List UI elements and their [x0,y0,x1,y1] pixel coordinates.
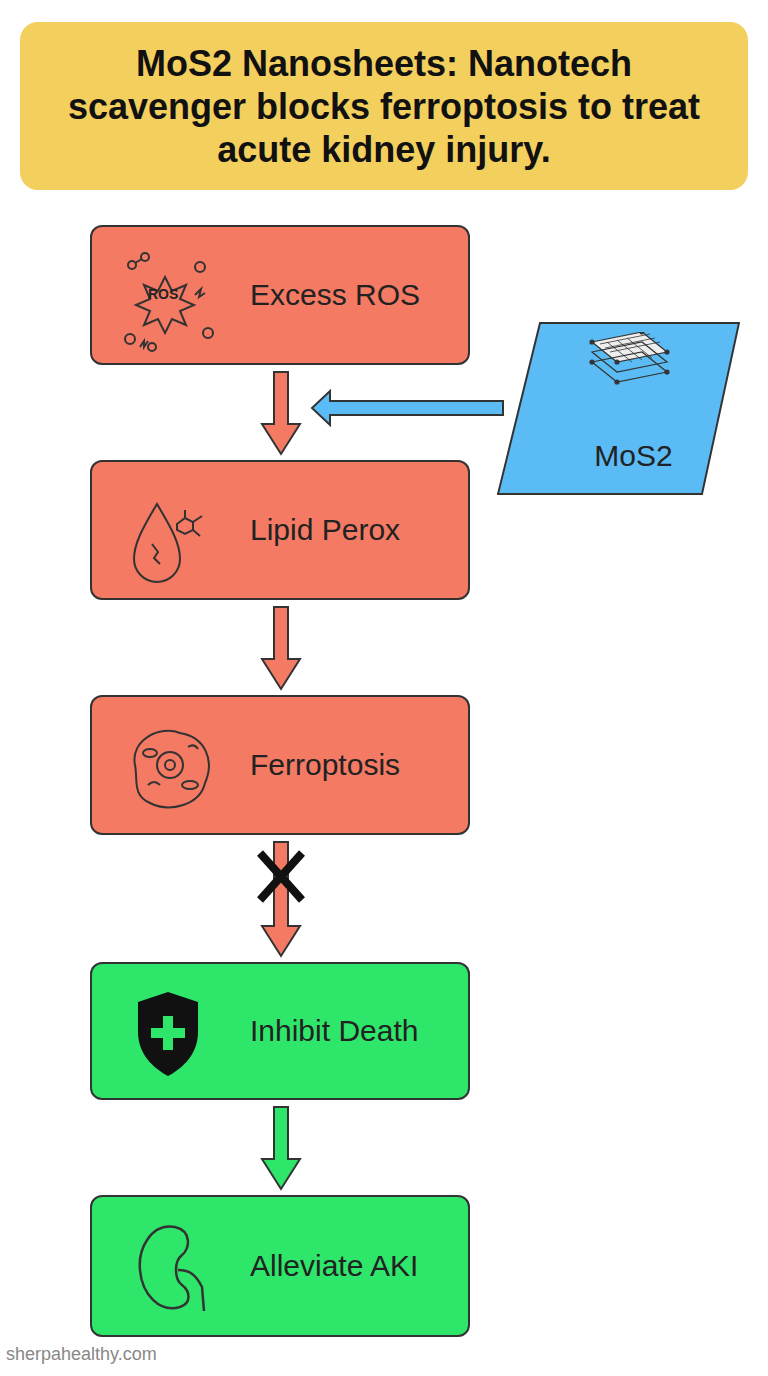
inhibition-arrow [312,391,503,425]
mos2-icon [572,332,672,387]
node-label: Ferroptosis [250,748,400,782]
kidney-icon [130,1215,215,1321]
watermark: sherpahealthy.com [6,1344,157,1365]
title-band: MoS2 Nanosheets: Nanotech scavenger bloc… [20,22,748,190]
shield-icon [128,982,208,1086]
icon-label: ROS [148,286,178,302]
node-label: Inhibit Death [250,1014,418,1048]
drop-icon [122,484,212,584]
node-label: Excess ROS [250,278,420,312]
node-label: MoS2 [594,439,672,473]
node-label: Lipid Perox [250,513,400,547]
flow-arrow [262,372,300,454]
process-box: Excess ROS [90,225,470,365]
process-box: Lipid Perox [90,460,470,600]
process-box: Alleviate AKI [90,1195,470,1337]
cell-icon [120,715,220,820]
process-box: Ferroptosis [90,695,470,835]
block-x-mark [260,853,302,900]
agent-parallelogram: MoS2 [497,322,740,495]
flow-arrow [262,1107,300,1189]
node-label: Alleviate AKI [250,1249,418,1283]
process-box: Inhibit Death [90,962,470,1100]
flow-arrow [262,607,300,689]
title: MoS2 Nanosheets: Nanotech scavenger bloc… [44,42,724,171]
